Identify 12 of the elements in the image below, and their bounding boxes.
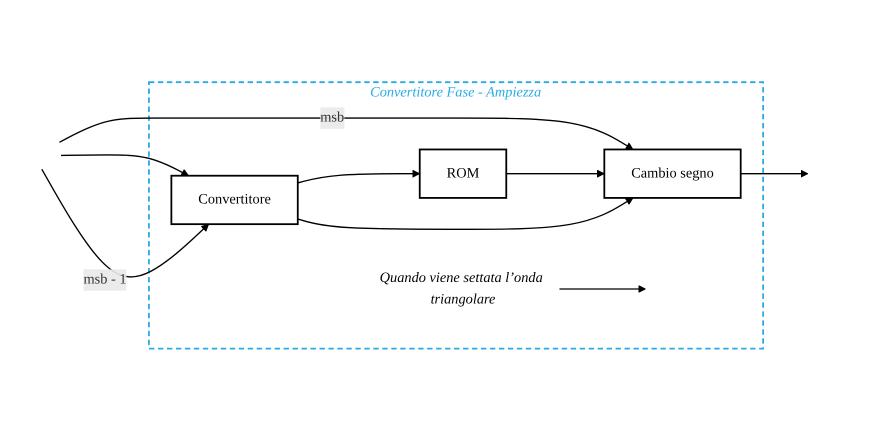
arrow bbox=[41, 168, 210, 278]
annotation-text: Quando viene settata l’onda triangolare bbox=[380, 270, 543, 306]
process-box: Convertitore bbox=[170, 174, 299, 225]
process-box: ROM bbox=[418, 148, 508, 198]
arrow bbox=[298, 169, 420, 184]
arrow bbox=[59, 116, 634, 150]
arrow bbox=[61, 154, 189, 176]
leader-arrow bbox=[559, 284, 646, 292]
arrow bbox=[298, 197, 634, 230]
arrow bbox=[506, 169, 605, 178]
process-box: Cambio segno bbox=[603, 148, 742, 198]
arrow bbox=[740, 169, 808, 178]
